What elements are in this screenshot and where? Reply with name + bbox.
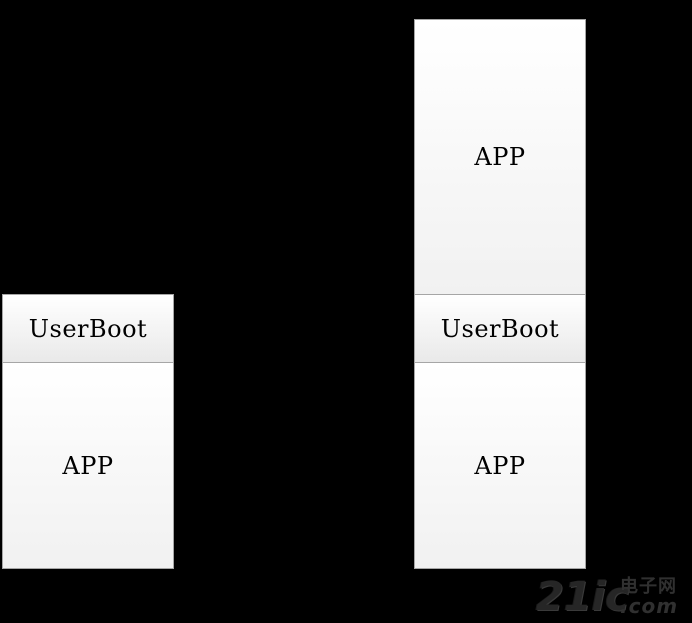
left-app-label: APP [62, 451, 114, 480]
watermark-brand: 21ic [536, 574, 630, 620]
right-app-top-block: APP [414, 19, 586, 295]
watermark-logo: 21ic 电子网 .com [536, 575, 686, 621]
left-app-block: APP [2, 362, 174, 569]
right-app-top-label: APP [474, 143, 526, 171]
watermark-domain: .com [620, 594, 679, 618]
left-userboot-label: UserBoot [28, 314, 148, 343]
left-userboot-block: UserBoot [2, 294, 174, 363]
right-app-bottom-block: APP [414, 362, 586, 569]
watermark-chinese: 电子网 [620, 576, 677, 597]
right-userboot-label: UserBoot [440, 314, 560, 343]
right-app-bottom-label: APP [474, 451, 526, 480]
right-userboot-block: UserBoot [414, 294, 586, 363]
